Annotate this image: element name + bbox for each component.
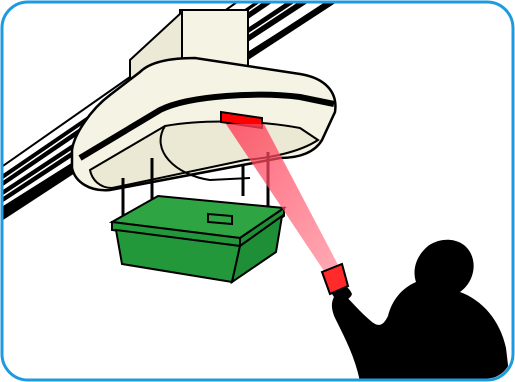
remote-control-icon[interactable] xyxy=(320,262,350,296)
infrared-beam xyxy=(226,124,346,280)
suspended-box xyxy=(108,194,287,285)
